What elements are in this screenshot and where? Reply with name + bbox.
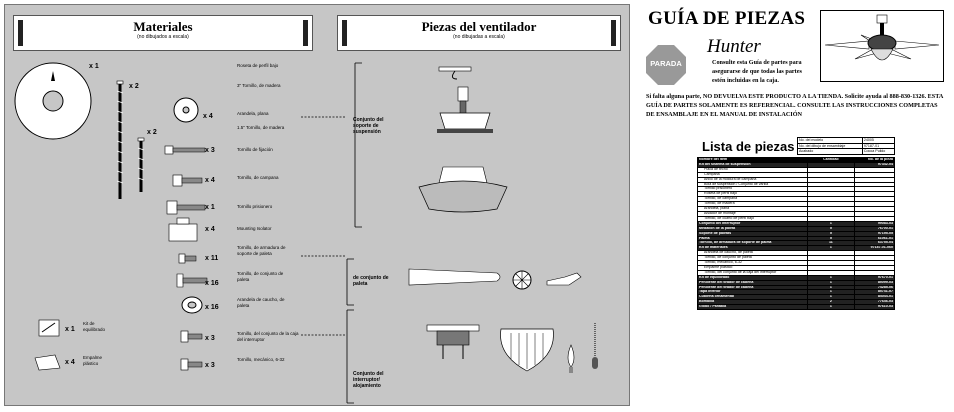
flat-washer-drawing bbox=[173, 97, 199, 123]
materiales-header: Materiales (no dibujados a escala) bbox=[13, 15, 313, 51]
qty-thumb-screw: x 1 bbox=[205, 204, 215, 211]
stop-label: PARADA bbox=[650, 59, 682, 68]
label-splice: Empalme plástico bbox=[83, 355, 103, 366]
consult-text: Consulte esta Guía de partes para asegur… bbox=[712, 59, 802, 84]
mounting-isolator-drawing bbox=[168, 217, 198, 242]
group-suspension: Conjunto del soporte de suspensión bbox=[353, 117, 384, 135]
downrod-ball-drawing bbox=[457, 86, 469, 116]
part-qty: 1 bbox=[806, 304, 856, 311]
ceiling-fan-illustration bbox=[824, 14, 940, 61]
blade-screw-drawing bbox=[176, 273, 208, 288]
machine-screw-drawing bbox=[180, 358, 203, 371]
blade-bracket-screw-drawing bbox=[178, 253, 197, 264]
qty-grommet: x 16 bbox=[205, 304, 219, 311]
label-blade-screw: Tornillo, de conjunto de paleta bbox=[237, 271, 284, 282]
label-grommet: Arandela de caucho, de paleta bbox=[237, 297, 285, 308]
qty-bracket-screw: x 11 bbox=[205, 255, 219, 262]
blade-medallion-drawing bbox=[512, 270, 532, 290]
materiales-subtitle: (no dibujados a escala) bbox=[137, 34, 189, 40]
parts-list-title: Lista de piezas bbox=[702, 139, 795, 154]
canopy-screw-drawing bbox=[172, 174, 203, 187]
thumb-screw-drawing bbox=[166, 200, 206, 215]
label-set-screw: Tornillo de fijación bbox=[237, 147, 273, 152]
label-machine-screw: Tornillo, mecánico, 6-32 bbox=[237, 357, 285, 362]
motor-housing-drawing bbox=[418, 166, 508, 213]
switch-housing-screw-drawing bbox=[180, 330, 203, 343]
label-canopy: Roseta de perfil bajo bbox=[237, 63, 279, 68]
qty-housing-screw: x 3 bbox=[205, 335, 215, 342]
group-paleta: de conjunto de paleta bbox=[353, 275, 389, 287]
part-number: 97610-03 bbox=[854, 304, 895, 311]
bulb-drawing bbox=[567, 344, 575, 373]
qty-wood-screw-3in: x 2 bbox=[129, 83, 139, 90]
switch-housing-drawing bbox=[426, 324, 480, 359]
qty-isolator: x 4 bbox=[205, 226, 215, 233]
part-name: Globo / Pantalla bbox=[697, 304, 808, 311]
qty-blade-screw: x 16 bbox=[205, 280, 219, 287]
balancing-kit-drawing bbox=[38, 319, 60, 337]
label-housing-screw: Tornillo, del conjunto de la caja del in… bbox=[237, 331, 299, 342]
parts-diagram-panel: Materiales (no dibujados a escala) Pieza… bbox=[4, 4, 630, 406]
qty-canopy-screw: x 4 bbox=[205, 177, 215, 184]
plastic-splice-drawing bbox=[34, 354, 61, 371]
qty-set-screw: x 3 bbox=[205, 147, 215, 154]
parts-list-body: Nombre del ítem Cantidad No. de la pieza… bbox=[697, 157, 895, 311]
qty-washer: x 4 bbox=[203, 113, 213, 120]
piezas-subtitle: (no dibujadas a escala) bbox=[453, 34, 505, 40]
parts-list-table: Nombre del ítem Cantidad No. de la pieza… bbox=[697, 157, 895, 311]
label-wood-screw-15in: 1.5" Tornillo, de madera bbox=[237, 125, 285, 130]
materiales-title: Materiales bbox=[133, 19, 193, 34]
meta-value: Cocoa Pulido bbox=[861, 148, 896, 155]
piezas-title: Piezas del ventilador bbox=[421, 19, 537, 34]
fan-blade-drawing bbox=[408, 268, 501, 286]
label-bracket-screw: Tornillo, de armadura de soporte de pale… bbox=[237, 245, 286, 256]
label-wood-screw-3in: 3" Tornillo, de madera bbox=[237, 83, 281, 88]
brand-logo: Hunter bbox=[707, 36, 761, 57]
piezas-header: Piezas del ventilador (no dibujadas a es… bbox=[337, 15, 621, 51]
meta-row: Acabado Cocoa Pulido bbox=[797, 148, 896, 155]
connector-lines bbox=[301, 62, 362, 404]
fan-illustration-box bbox=[820, 10, 944, 82]
stop-sign: PARADA bbox=[646, 45, 686, 85]
stop-octagon-icon bbox=[646, 45, 686, 85]
qty-wood-screw-15in: x 2 bbox=[147, 129, 157, 136]
label-washer: Arandela, plana bbox=[237, 111, 269, 116]
canopy-drawing bbox=[14, 62, 92, 140]
rubber-grommet-drawing bbox=[181, 296, 203, 314]
light-glass-drawing bbox=[500, 328, 554, 372]
missing-parts-notice: Si falta alguna parte, NO DEVUELVA ESTE … bbox=[646, 93, 944, 118]
canopy-bell-drawing bbox=[437, 112, 493, 133]
qty-machine-screw: x 3 bbox=[205, 362, 215, 369]
label-thumb-screw: Tornillo prisionero bbox=[237, 204, 273, 209]
model-info-table: No. del modelo 24005 No. del dibujo de e… bbox=[797, 137, 896, 155]
blade-iron-drawing bbox=[546, 272, 582, 286]
qty-balance-kit: x 1 bbox=[65, 326, 75, 333]
set-screw-drawing bbox=[164, 145, 206, 155]
group-interruptor: Conjunto del interruptor/ alojamiento bbox=[353, 371, 384, 389]
label-canopy-screw: Tornillo, de campana bbox=[237, 175, 279, 180]
label-isolator: Mounting Isolator bbox=[237, 226, 272, 231]
guide-title: GUÍA DE PIEZAS bbox=[648, 8, 806, 29]
qty-canopy: x 1 bbox=[89, 63, 99, 70]
hook-ceiling-plate-drawing bbox=[438, 66, 472, 80]
wood-screw-3in-drawing bbox=[116, 80, 124, 199]
wood-screw-15in-drawing bbox=[137, 137, 145, 192]
meta-key: Acabado bbox=[797, 148, 863, 155]
pull-chain-drawing bbox=[592, 323, 598, 369]
qty-splice: x 4 bbox=[65, 359, 75, 366]
label-balance-kit: Kit de equilibrado bbox=[83, 321, 106, 332]
